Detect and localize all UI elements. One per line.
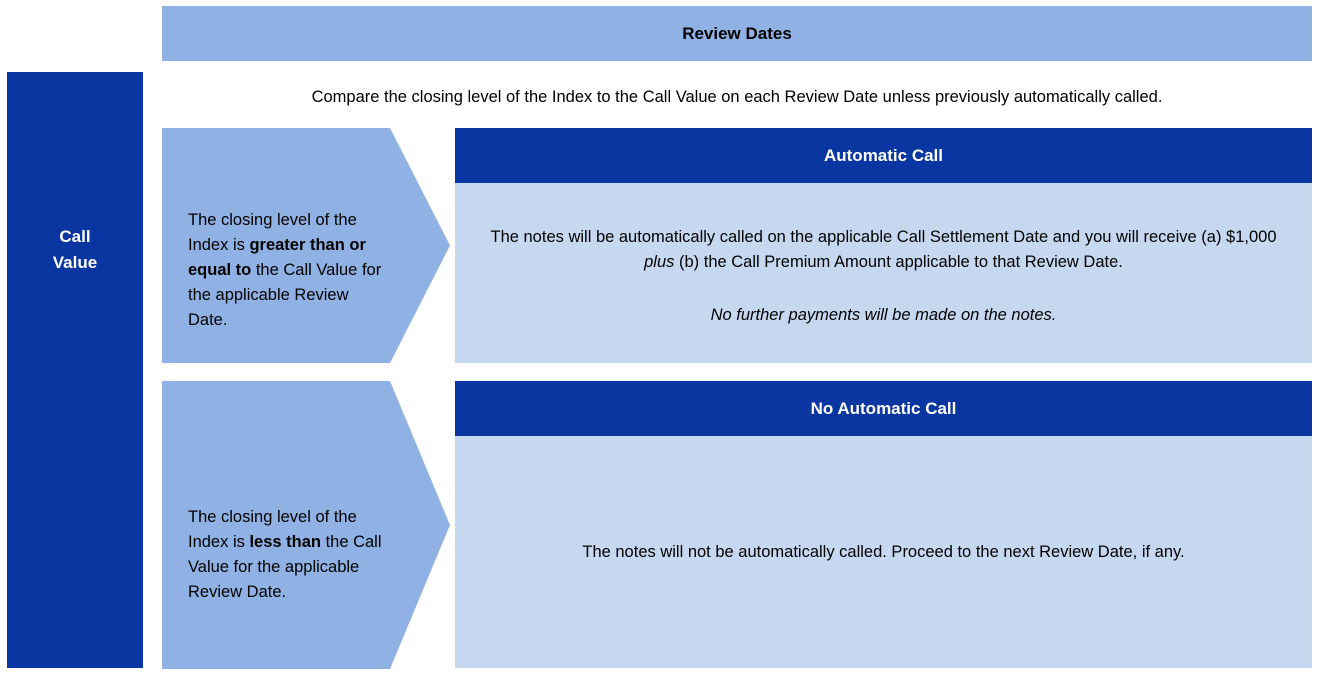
- automatic-call-title: Automatic Call: [823, 145, 944, 165]
- review-dates-title: Review Dates: [682, 23, 792, 43]
- automatic-call-body: The notes will be automatically called o…: [455, 183, 1312, 363]
- intro-text: Compare the closing level of the Index t…: [311, 88, 1163, 106]
- automatic-call-header: Automatic Call: [455, 128, 1312, 183]
- no-automatic-call-body: The notes will not be automatically call…: [455, 436, 1312, 668]
- no-automatic-call-header: No Automatic Call: [455, 381, 1312, 436]
- condition-text-greater-equal: The closing level of the Index is greate…: [188, 211, 382, 329]
- condition-arrow-less-than: The closing level of the Index is less t…: [162, 381, 450, 669]
- condition-arrow-greater-equal: The closing level of the Index is greate…: [162, 128, 450, 363]
- review-dates-title-bar: Review Dates: [162, 6, 1312, 61]
- call-value-label: Call Value: [52, 227, 98, 272]
- no-automatic-call-description: The notes will not be automatically call…: [582, 542, 1185, 561]
- automatic-call-description: The notes will be automatically called o…: [490, 228, 1277, 271]
- condition-text-less-than: The closing level of the Index is less t…: [188, 508, 382, 601]
- no-automatic-call-title: No Automatic Call: [810, 398, 957, 418]
- call-value-sidebar: Call Value: [7, 72, 143, 668]
- automatic-call-note: No further payments will be made on the …: [710, 306, 1057, 324]
